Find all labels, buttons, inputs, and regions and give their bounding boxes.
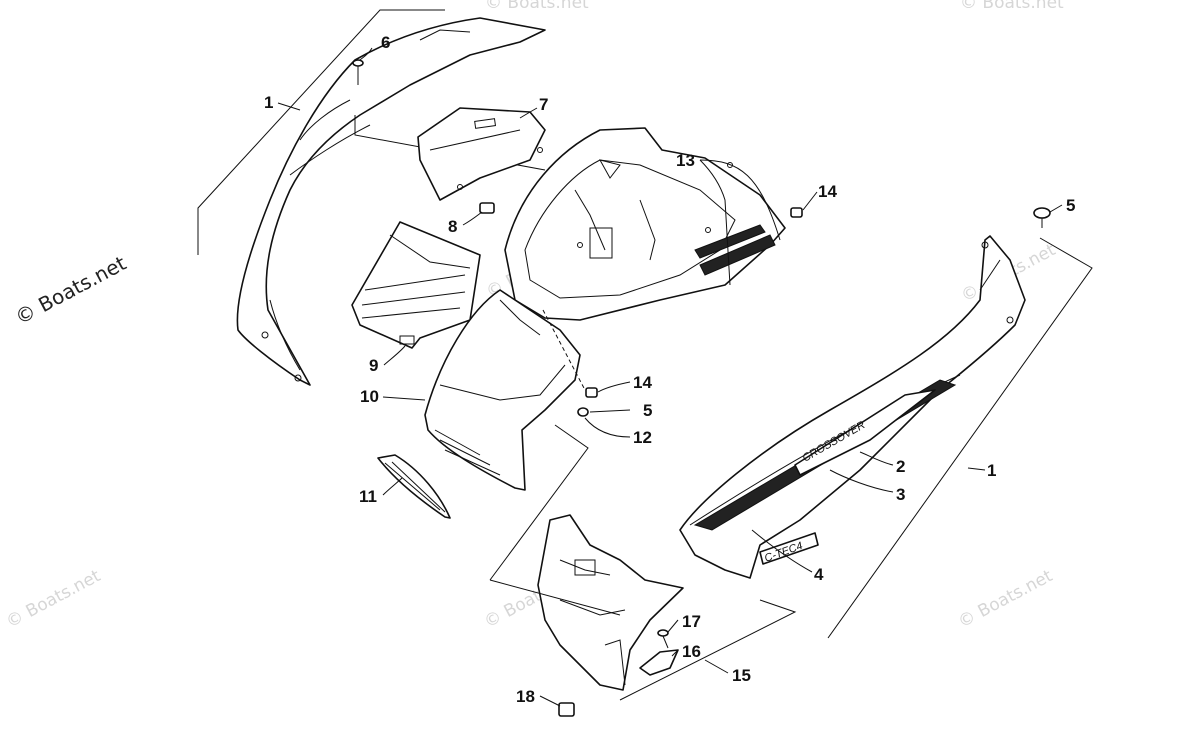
callout-2: 2	[896, 457, 905, 476]
leader-line	[802, 191, 818, 211]
leader-line	[699, 159, 781, 241]
leader-line	[589, 409, 631, 413]
part-7-windshield	[417, 107, 546, 201]
callout-5: 5	[643, 401, 652, 420]
leader-line	[967, 467, 986, 471]
watermark-faint: © Boats.net	[955, 566, 1056, 633]
callout-13: 13	[676, 151, 695, 170]
leader-line	[383, 345, 406, 366]
callout-15: 15	[732, 666, 751, 685]
part-6-screw	[352, 59, 364, 85]
leader-line	[584, 417, 631, 438]
callout-10: 10	[360, 387, 379, 406]
leader-line	[462, 211, 483, 226]
callout-18: 18	[516, 687, 535, 706]
callout-14: 14	[633, 373, 652, 392]
callout-7: 7	[539, 95, 548, 114]
part-15-lower-bumper	[537, 514, 684, 691]
part-14-clip	[585, 387, 598, 398]
part-17-screw	[657, 629, 669, 649]
bracket-line	[489, 579, 621, 616]
bracket-line	[489, 424, 589, 581]
callout-16: 16	[682, 642, 701, 661]
callout-14: 14	[818, 182, 837, 201]
dashed-leader	[542, 309, 586, 391]
part-16-reflector	[639, 649, 679, 676]
callout-11: 11	[359, 487, 377, 506]
callout-3: 3	[896, 485, 905, 504]
part-14-clip	[790, 207, 803, 218]
part-18-clip	[558, 702, 575, 717]
callout-9: 9	[369, 356, 378, 375]
leader-line	[667, 619, 679, 633]
callout-1: 1	[987, 461, 996, 480]
watermark-main: © Boats.net	[11, 251, 130, 330]
callout-12: 12	[633, 428, 652, 447]
part-5-push-rivet	[577, 407, 589, 417]
leader-line	[699, 159, 731, 286]
callout-5: 5	[1066, 196, 1075, 215]
callout-17: 17	[682, 612, 701, 631]
watermark-faint: © Boats.net	[3, 566, 104, 633]
leader-line	[277, 102, 301, 111]
leader-line	[859, 451, 894, 466]
part-9-vent-grille	[351, 221, 481, 349]
leader-line	[704, 659, 729, 674]
part-8-clip	[479, 202, 495, 214]
callout-1: 1	[264, 93, 273, 112]
part-13-hood-console	[504, 127, 786, 321]
leader-line	[671, 649, 679, 657]
leader-line	[359, 47, 373, 61]
bracket-line	[619, 599, 797, 701]
part-5-push-rivet	[1033, 207, 1051, 228]
bracket-line	[827, 237, 1093, 639]
part-10-lower-nose	[424, 289, 581, 491]
watermark-faint: © Boats.net	[485, 0, 589, 13]
leader-line	[597, 381, 631, 393]
leader-line	[382, 477, 403, 496]
bracket-line	[197, 9, 445, 255]
leader-line	[382, 396, 426, 401]
part-11-mesh-screen	[377, 454, 451, 519]
leader-line	[519, 107, 538, 119]
watermark-faint: © Boats.net	[960, 0, 1064, 13]
leader-line	[751, 529, 813, 573]
leader-line	[829, 469, 894, 493]
callout-4: 4	[814, 565, 824, 584]
callout-8: 8	[448, 217, 457, 236]
part-1-left-side-panel	[236, 17, 546, 386]
leader-line	[539, 695, 561, 707]
callout-6: 6	[381, 33, 390, 52]
leader-line	[1049, 204, 1063, 213]
